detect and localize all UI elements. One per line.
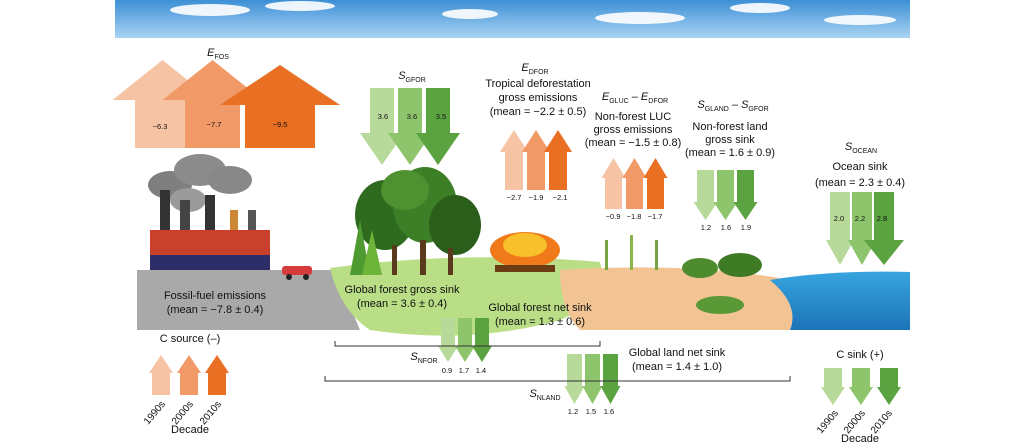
plants [605,235,762,314]
legend-source-arrow-2000s [177,355,201,395]
socean-symbol: SOCEAN [844,141,878,156]
egluc-value-1990s: −0.9 [605,212,621,221]
sand-ground [560,267,794,330]
gross-sink-label-2: (mean = 3.6 ± 0.4) [356,298,448,310]
snland-value-2010s: 1.6 [603,407,615,416]
sgland-value-2000s: 1.6 [720,223,732,232]
egluc-value-2000s: −1.8 [626,212,642,221]
sgfor-arrow-2000s [388,88,432,165]
snfor-arrow-2010s [472,318,492,362]
egluc-label-3: (mean = −1.5 ± 0.8) [584,137,682,149]
snland-symbol: SNLAND [529,388,561,403]
land-bracket [324,376,791,382]
egluc-label-2: gross emissions [593,124,673,136]
sgfor-value-2000s: 3.6 [406,112,418,121]
snland-arrow-1990s [564,354,585,404]
snfor-arrow-1990s [438,318,458,362]
legend-sink-arrow-1990s [821,368,845,405]
egluc-arrow-2000s [622,158,647,209]
sgfor-arrow-1990s [360,88,404,165]
sgland-arrow-1990s [693,170,718,220]
efos-arrow-2000s [162,60,263,148]
gross-sink-label-1: Global forest gross sink [344,284,460,296]
egluc-symbol: EGLUC – EDFOR [601,91,669,106]
legend-source-arrow-1990s [149,355,173,395]
sink-legend-title: C sink (+) [836,349,884,361]
car [282,266,312,280]
sink-legend-axis: Decade [841,433,879,445]
sgland-label-2: gross sink [705,134,755,146]
efos-arrow-2010s [220,65,340,148]
socean-arrow-2010s [864,192,904,265]
clouds [170,1,896,25]
source-legend-axis: Decade [171,424,209,436]
egluc-arrow-2010s [643,158,668,209]
snland-label-1: Global land net sink [628,347,726,359]
egluc-label-1: Non-forest LUC [594,111,672,123]
edfor-value-2000s: −1.9 [528,193,544,202]
edfor-symbol: EDFOR [521,62,549,77]
efos-value-2000s: −7.7 [206,120,222,129]
sgland-value-2010s: 1.9 [740,223,752,232]
snfor-value-1990s: 0.9 [441,366,453,375]
net-sink-label-2: (mean = 1.3 ± 0.6) [494,316,586,328]
socean-value-2000s: 2.2 [854,214,866,223]
snland-value-1990s: 1.2 [567,407,579,416]
snland-value-2000s: 1.5 [585,407,597,416]
snland-arrow-2000s [582,354,603,404]
efos-value-1990s: −6.3 [152,122,168,131]
fossil-label-2: (mean = −7.8 ± 0.4) [166,304,264,316]
snland-label-2: (mean = 1.4 ± 1.0) [631,361,723,373]
snland-arrow-2010s [600,354,621,404]
efos-value-2010s: −9.5 [272,120,288,129]
socean-arrow-2000s [848,192,876,265]
snfor-value-2000s: 1.7 [458,366,470,375]
fire [490,232,560,272]
sgland-symbol: SGLAND – SGFOR [697,99,769,114]
sgland-arrow-2000s [713,170,738,220]
forest-bracket [334,341,601,347]
snfor-arrow-2000s [455,318,475,362]
grey-ground [137,270,360,330]
sgland-label-1: Non-forest land [692,121,768,133]
socean-label-2: (mean = 2.3 ± 0.4) [814,177,906,189]
sgland-label-3: (mean = 1.6 ± 0.9) [684,147,776,159]
snfor-symbol: SNFOR [410,351,438,366]
socean-label-1: Ocean sink [832,161,888,173]
edfor-label-2: gross emissions [498,92,578,104]
socean-value-2010s: 2.8 [876,214,888,223]
socean-arrow-1990s [826,192,854,265]
sgfor-symbol: SGFOR [398,70,426,85]
sgland-arrow-2010s [733,170,758,220]
edfor-label-1: Tropical deforestation [485,78,591,90]
legend-sink-arrow-2000s [849,368,873,405]
snfor-value-2010s: 1.4 [475,366,487,375]
fossil-label-1: Fossil-fuel emissions [163,290,267,302]
forest-trees [350,167,481,275]
source-legend-title: C source (–) [159,333,221,345]
egluc-value-2010s: −1.7 [647,212,663,221]
edfor-arrow-2000s [522,130,550,190]
egluc-arrow-1990s [601,158,626,209]
ocean [770,271,910,330]
legend-sink-arrow-2010s [877,368,901,405]
net-sink-label-1: Global forest net sink [488,302,592,314]
sgland-value-1990s: 1.2 [700,223,712,232]
sgfor-arrow-2010s [416,88,460,165]
edfor-arrow-1990s [500,130,528,190]
forest-ground [330,257,602,336]
factory [148,154,270,270]
socean-value-1990s: 2.0 [833,214,845,223]
edfor-value-1990s: −2.7 [506,193,522,202]
legend-source-arrow-2010s [205,355,229,395]
efos-symbol: EFOS [207,47,229,62]
sgfor-value-1990s: 3.6 [377,112,389,121]
sgfor-value-2010s: 3.5 [435,112,447,121]
flux-arrows [112,60,904,405]
edfor-value-2010s: −2.1 [552,193,568,202]
edfor-arrow-2010s [544,130,572,190]
edfor-label-3: (mean = −2.2 ± 0.5) [489,106,587,118]
